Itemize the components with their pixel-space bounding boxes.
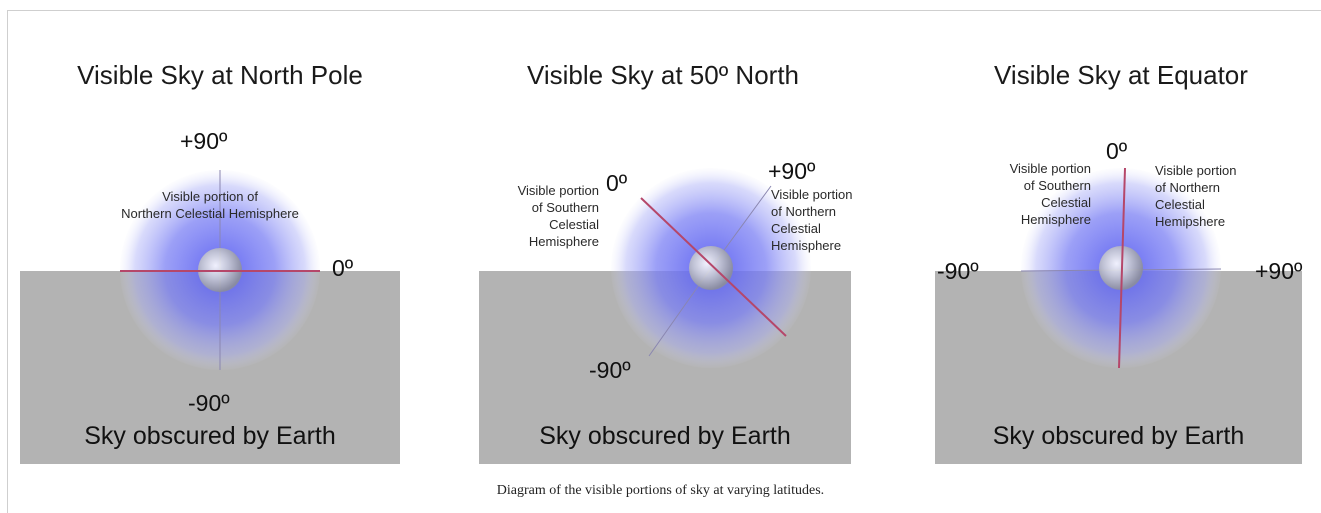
degree-bottom-label: -90º <box>589 357 631 383</box>
obscured-label: Sky obscured by Earth <box>84 422 336 450</box>
obscured-label: Sky obscured by Earth <box>539 422 791 450</box>
visible-northern-label: Visible portion of Northern Celestial He… <box>771 187 853 253</box>
earth-globe <box>689 246 733 290</box>
degree-right-label: +90º <box>1255 258 1303 284</box>
celestial-sphere <box>1020 167 1222 369</box>
degree-top-label: 0º <box>1106 138 1128 164</box>
degree-left-label: -90º <box>937 258 979 284</box>
panel-title: Visible Sky at North Pole <box>77 60 363 90</box>
panel-title: Visible Sky at 50º North <box>526 60 800 90</box>
obscured-label: Sky obscured by Earth <box>992 422 1245 450</box>
horizon-line <box>640 197 787 337</box>
visible-portion-label: Visible portion of Northern Celestial He… <box>121 189 299 221</box>
degree-right-label: 0º <box>332 255 354 281</box>
figure-frame <box>7 10 1321 513</box>
panel-north-pole: Visible Sky at North Pole +90º 0º -90º V… <box>20 0 420 513</box>
visible-southern-label: Visible portion of Southern Celestial He… <box>517 183 599 249</box>
panel-equator: Visible Sky at Equator 0º -90º +90º Visi… <box>921 0 1321 513</box>
panel-50-north: Visible Sky at 50º North 0º +90º -90º Vi… <box>463 0 863 513</box>
visible-northern-label: Visible portion of Northern Celestial He… <box>1155 163 1237 229</box>
horizon-line <box>1118 167 1126 369</box>
degree-top-label: +90º <box>180 128 228 154</box>
visible-southern-label: Visible portion of Southern Celestial He… <box>1009 161 1091 227</box>
degree-top-left-label: 0º <box>606 170 628 196</box>
degree-top-right-label: +90º <box>768 158 816 184</box>
degree-bottom-label: -90º <box>188 390 230 416</box>
figure-caption: Diagram of the visible portions of sky a… <box>496 483 825 498</box>
panel-title: Visible Sky at Equator <box>994 60 1248 90</box>
celestial-sphere <box>611 168 811 368</box>
celestial-sphere <box>120 170 320 370</box>
